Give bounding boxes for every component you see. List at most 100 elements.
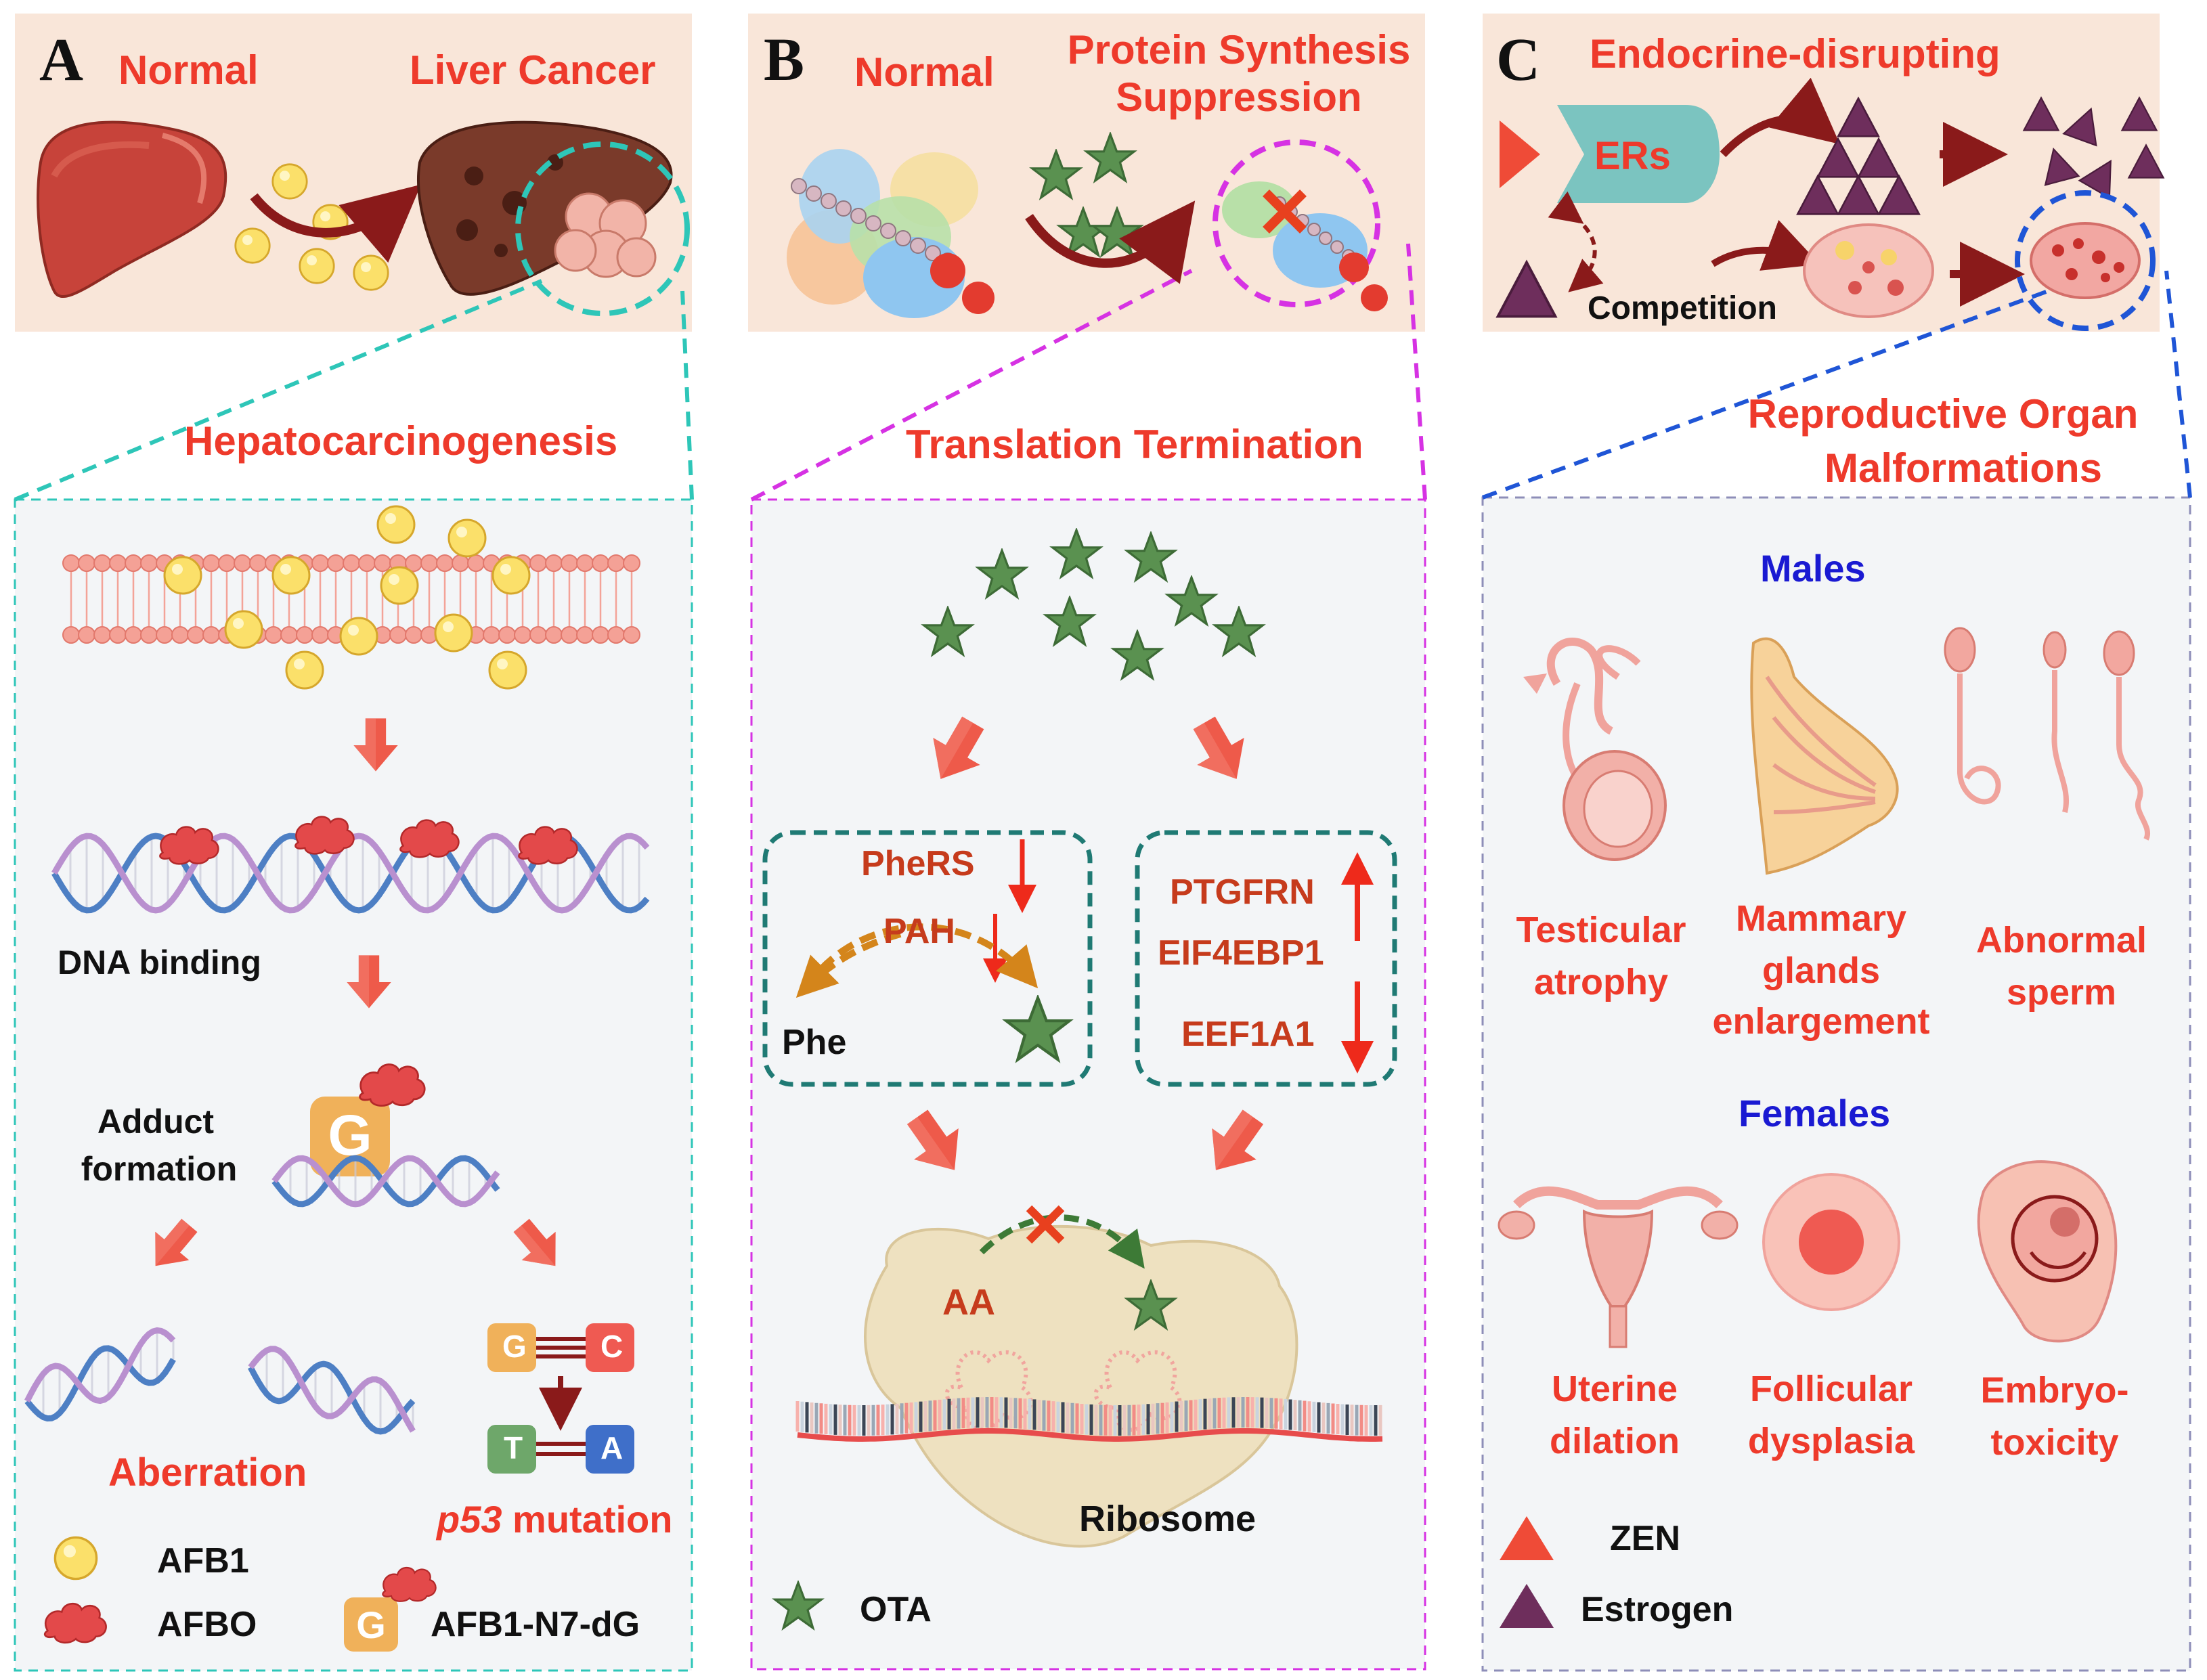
- mammary-label-line3: enlargement: [1712, 1001, 1930, 1042]
- zen-ligand-icon: [1500, 120, 1540, 188]
- testicular-label-line2: atrophy: [1533, 962, 1669, 1002]
- base-pair-mutation-icon: [487, 1323, 634, 1474]
- panel-a-section-title: Hepatocarcinogenesis: [184, 418, 618, 464]
- p53-mutation-label: p53 mutation: [437, 1499, 672, 1540]
- base-g-label: G: [502, 1329, 527, 1364]
- adduct-g-base-icon: G: [310, 1097, 390, 1176]
- to-ovary-arrow: [1711, 220, 1820, 271]
- sperm-label-line1: Abnormal: [1975, 920, 2147, 960]
- legend-ota-label: OTA: [860, 1590, 932, 1629]
- embryo-label-line2: toxicity: [1990, 1422, 2119, 1463]
- normal-ovary-icon: [1803, 223, 1934, 318]
- tumor-zoom-circle: [515, 141, 690, 316]
- pah-label: PAH: [883, 912, 955, 951]
- ers-label: ERs: [1594, 134, 1671, 178]
- legend-afb1-icon: [53, 1536, 98, 1580]
- normal-to-cancer-arrow: [250, 184, 421, 263]
- eif4ebp1-label: EIF4EBP1: [1158, 933, 1324, 973]
- follicle-icon: [1762, 1173, 1900, 1311]
- phe-conversion-arrow-back: [795, 931, 902, 998]
- panel-c-zoom-line-left: [1481, 275, 2086, 500]
- embryo-icon: [1977, 1160, 2118, 1343]
- dna-helix-aberration: [24, 1327, 416, 1435]
- panel-b-zoom-line-left: [750, 269, 1193, 502]
- panel-a-cancer-label: Liver Cancer: [410, 47, 656, 93]
- suppression-zoom-circle: [1212, 139, 1380, 307]
- dna-helix-adduct: [271, 1155, 500, 1208]
- normal-ribosome-icon: [787, 149, 995, 318]
- uterine-label-line1: Uterine: [1551, 1369, 1678, 1409]
- mammary-gland-icon: [1750, 637, 1899, 875]
- panel-c-title: Endocrine-disrupting: [1590, 31, 2001, 76]
- mutation-word: mutation: [502, 1498, 673, 1541]
- panel-b-section-title: Translation Termination: [906, 422, 1363, 467]
- testis-icon: [1523, 638, 1667, 861]
- eef1a1-label: EEF1A1: [1181, 1015, 1315, 1054]
- panel-c-section-line1: Reproductive Organ: [1747, 391, 2139, 437]
- dna-binding-label: DNA binding: [58, 944, 261, 981]
- mammary-label-line2: glands: [1762, 950, 1881, 991]
- mrna-strand: [795, 1397, 1383, 1442]
- ptgfrn-label: PTGFRN: [1170, 872, 1315, 912]
- translation-block-cross-icon: [1026, 1205, 1065, 1244]
- panel-a-letter: A: [39, 26, 83, 93]
- suppression-cross-icon: [1263, 190, 1307, 234]
- panel-a-zoom-line-right: [680, 290, 694, 500]
- legend-zen-icon: [1500, 1516, 1554, 1560]
- ovary-zoom-circle: [2015, 190, 2156, 331]
- abnormal-sperm-icon: [1944, 627, 2150, 841]
- uterine-label-line2: dilation: [1550, 1421, 1680, 1461]
- suppression-label-line1: Protein Synthesis: [1067, 27, 1411, 72]
- panel-c-zoom-line-right: [2164, 270, 2192, 498]
- panel-b-letter: B: [764, 26, 805, 93]
- legend-estrogen-label: Estrogen: [1581, 1590, 1734, 1629]
- ribosome-label: Ribosome: [1079, 1499, 1257, 1539]
- adduct-label-line2: formation: [81, 1150, 238, 1188]
- phers-pathway-box: [762, 830, 1093, 1087]
- b-top-arrow: [1025, 200, 1196, 284]
- base-a-label: A: [600, 1430, 624, 1465]
- phers-label: PheRS: [861, 844, 975, 883]
- mammary-label-line1: Mammary: [1735, 898, 1907, 939]
- base-t-label: T: [504, 1430, 523, 1465]
- aa-transfer-arrow: [979, 1214, 1145, 1269]
- legend-afb1-label: AFB1: [157, 1541, 249, 1580]
- follicular-label-line1: Follicular: [1749, 1369, 1913, 1409]
- tumor-cell-cluster-icon: [554, 192, 657, 278]
- adduct-label-line1: Adduct: [97, 1103, 215, 1141]
- panel-c-letter: C: [1496, 26, 1540, 93]
- panel-c-section-line2: Malformations: [1824, 445, 2103, 491]
- panel-b-zoom-line-right: [1406, 243, 1427, 500]
- legend-adduct-icon: G: [344, 1597, 398, 1652]
- aberration-label: Aberration: [108, 1451, 307, 1495]
- panel-b-normal-label: Normal: [854, 49, 995, 95]
- follicular-label-line2: dysplasia: [1747, 1421, 1915, 1461]
- normal-liver-icon: [37, 120, 227, 299]
- competition-arrow: [1548, 191, 1604, 292]
- testicular-label-line1: Testicular: [1516, 910, 1686, 950]
- embryo-label-line1: Embryo-: [1980, 1370, 2129, 1411]
- legend-afbo-label: AFBO: [157, 1605, 257, 1644]
- p53-gene-name: p53: [437, 1498, 502, 1541]
- suppression-label-line2: Suppression: [1116, 74, 1362, 120]
- aa-label: AA: [942, 1282, 995, 1323]
- panel-a-detail-box: [14, 498, 693, 1672]
- estrogen-receptor-shape: [1557, 105, 1720, 203]
- legend-estrogen-icon: [1500, 1584, 1554, 1628]
- panel-a-zoom-line-left: [14, 279, 543, 502]
- legend-zen-label: ZEN: [1610, 1519, 1680, 1558]
- er-activation-arrow: [1720, 77, 1840, 158]
- translation-factor-box: [1135, 830, 1397, 1087]
- sperm-label-line2: sperm: [2006, 972, 2117, 1013]
- males-heading: Males: [1760, 547, 1866, 590]
- competition-label: Competition: [1588, 290, 1777, 326]
- panel-a-normal-label: Normal: [118, 47, 259, 93]
- panel-c-detail-box: [1481, 496, 2191, 1672]
- svg-text:G: G: [356, 1604, 386, 1646]
- females-heading: Females: [1739, 1092, 1891, 1134]
- phe-label: Phe: [782, 1023, 847, 1062]
- base-c-label: C: [600, 1329, 624, 1364]
- abnormal-ovary-icon: [2030, 222, 2141, 299]
- uterus-icon: [1498, 1186, 1739, 1348]
